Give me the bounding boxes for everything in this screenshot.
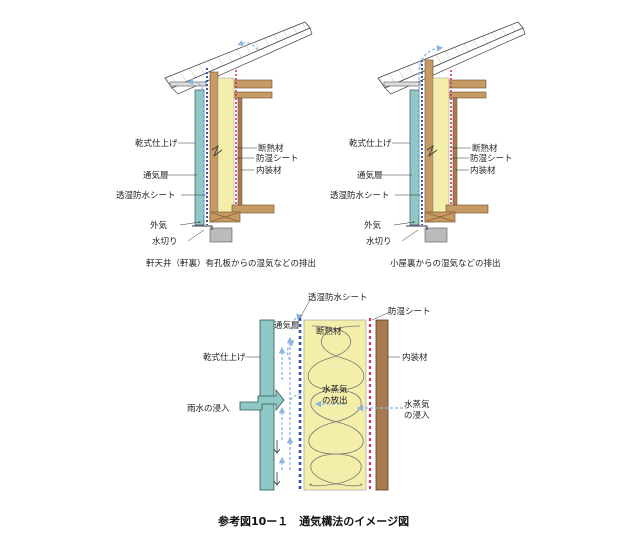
label-moisture-sheet-right: 防湿シート bbox=[470, 153, 513, 164]
ceiling-beam-left-2 bbox=[231, 91, 273, 99]
roof-board-right bbox=[384, 27, 526, 95]
label-outside-air-right: 外気 bbox=[364, 220, 382, 231]
section-insulation bbox=[303, 319, 367, 491]
rain-entry-arrow bbox=[239, 388, 285, 412]
detail-left: 乾式仕上げ 通気層 透湿防水シート 外気 水切り 断熱材 防湿シート 内装材 軒… bbox=[116, 21, 316, 269]
label-flashing-right: 水切り bbox=[366, 236, 392, 247]
ceiling-beam-left bbox=[231, 79, 273, 89]
label-section-vapor-entry-2: の浸入 bbox=[404, 411, 430, 421]
floor-beam-right bbox=[445, 204, 489, 214]
foundation-left bbox=[209, 227, 233, 243]
airflow-left bbox=[186, 78, 205, 215]
stud-right bbox=[424, 59, 434, 223]
roof-tiles-left bbox=[164, 21, 311, 89]
label-section-vapor-entry-1: 水蒸気 bbox=[404, 399, 430, 410]
label-section-air-layer: 通気層 bbox=[274, 320, 300, 331]
label-dry-finish-right: 乾式仕上げ bbox=[349, 138, 392, 149]
interior-right bbox=[452, 97, 458, 211]
label-section-vapor-release-2: の放出 bbox=[322, 395, 348, 406]
label-section-interior: 内装材 bbox=[402, 352, 428, 363]
label-waterproof-sheet-right: 透湿防水シート bbox=[330, 190, 390, 201]
label-outside-air-left: 外気 bbox=[150, 220, 168, 231]
foundation-right bbox=[424, 227, 448, 243]
label-interior-left: 内装材 bbox=[256, 165, 282, 176]
section-interior bbox=[375, 319, 389, 491]
label-section-moisture-sheet: 防湿シート bbox=[388, 306, 431, 317]
insulation-right bbox=[432, 77, 450, 219]
label-moisture-sheet-left: 防湿シート bbox=[256, 153, 299, 164]
cladding-left bbox=[194, 89, 205, 226]
section-detail: 透湿防水シート 防湿シート 通気層 断熱材 乾式仕上げ 内装材 水蒸気 の放出 … bbox=[187, 292, 431, 492]
floor-beam-left bbox=[231, 204, 275, 214]
figure-title: 参考図10ー１ 通気構法のイメージ図 bbox=[218, 514, 409, 528]
section-insulation-pattern bbox=[307, 325, 365, 487]
label-dry-finish-left: 乾式仕上げ bbox=[135, 138, 178, 149]
caption-left: 軒天井（軒裏）有孔板からの湿気などの排出 bbox=[146, 258, 316, 269]
flashing-right bbox=[406, 225, 428, 230]
flashing-left bbox=[192, 225, 213, 230]
cladding-right bbox=[409, 89, 420, 226]
insulation-left bbox=[217, 77, 235, 219]
caption-right: 小屋裏からの湿気などの排出 bbox=[390, 258, 501, 269]
label-section-vapor-release-1: 水蒸気 bbox=[322, 384, 348, 395]
label-insulation-left: 断熱材 bbox=[258, 143, 284, 154]
airflow-right bbox=[418, 45, 444, 215]
label-section-rain-entry: 雨水の浸入 bbox=[187, 403, 230, 414]
label-flashing-left: 水切り bbox=[152, 236, 178, 247]
label-air-layer-right: 通気層 bbox=[357, 170, 383, 181]
section-water-arrows bbox=[273, 440, 281, 486]
label-section-dry-finish: 乾式仕上げ bbox=[203, 352, 246, 363]
label-section-insulation: 断熱材 bbox=[316, 326, 342, 337]
ceiling-beam-right bbox=[445, 79, 487, 89]
label-air-layer-left: 通気層 bbox=[143, 170, 169, 181]
eave-soffit-right bbox=[383, 81, 421, 87]
detail-right: 乾式仕上げ 通気層 透湿防水シート 外気 水切り 断熱材 防湿シート 内装材 小… bbox=[330, 21, 526, 269]
label-section-waterproof-sheet: 透湿防水シート bbox=[308, 292, 368, 303]
ceiling-beam-right-2 bbox=[445, 91, 487, 99]
label-insulation-right: 断熱材 bbox=[472, 143, 498, 154]
label-waterproof-sheet-left: 透湿防水シート bbox=[116, 190, 176, 201]
interior-left bbox=[237, 97, 243, 211]
label-interior-right: 内装材 bbox=[470, 165, 496, 176]
